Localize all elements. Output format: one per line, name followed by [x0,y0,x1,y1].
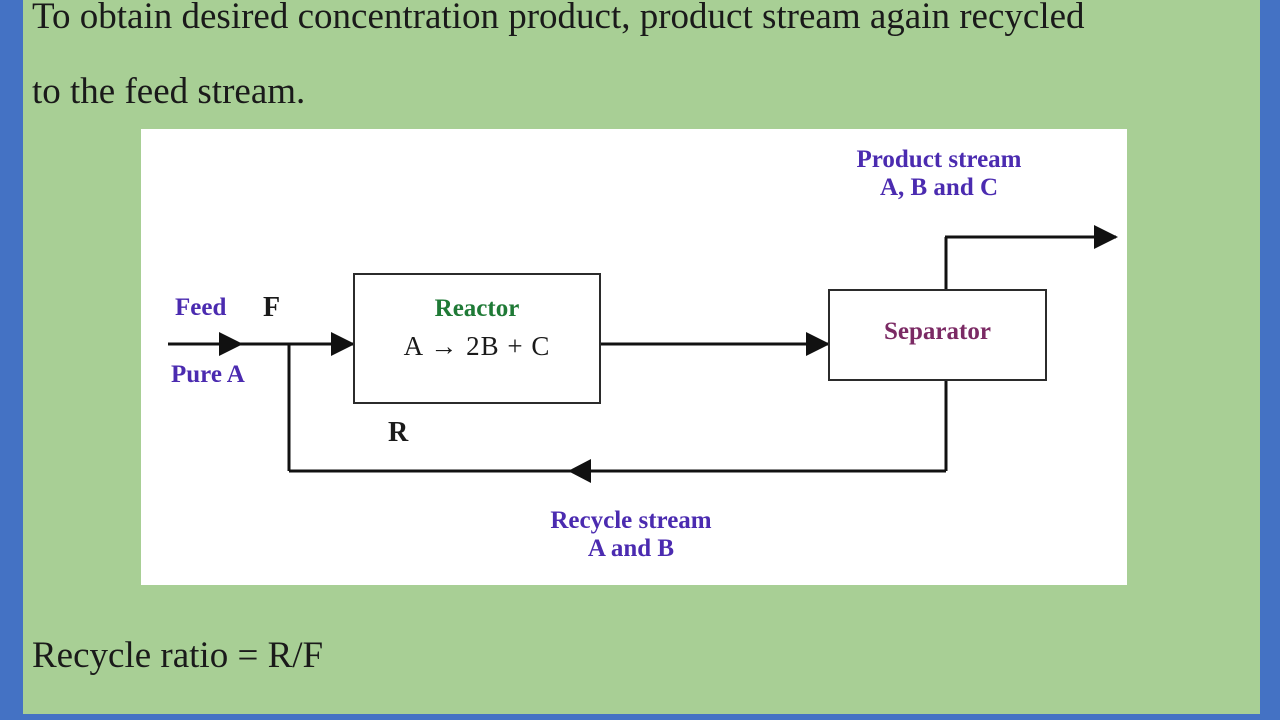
product-stream-label-line2: A, B and C [879,174,999,201]
feed-composition-label: Pure A [171,361,245,388]
process-flow-diagram: Reactor A → 2B + C Separator Feed F Pure… [141,129,1127,585]
product-stream-label: Product stream A, B and C [789,146,1089,202]
diagram-canvas: Reactor A → 2B + C Separator Feed F Pure… [141,129,1127,585]
reactor-equation: A → 2B + C [403,331,551,361]
feed-flow-symbol: F [263,292,281,323]
body-text-line-2: to the feed stream. [32,71,306,112]
body-text-line-1: To obtain desired concentration product,… [32,0,1085,37]
recycle-stream-label: Recycle stream A and B [461,507,801,563]
recycle-stream-label-line2: A and B [587,535,675,562]
product-stream-label-line1: Product stream [856,146,1022,173]
diagram-lines-svg [168,225,1118,483]
reactor-title: Reactor [434,295,520,322]
recycle-arrowhead [568,459,591,483]
recycle-flow-symbol: R [388,417,409,448]
separator-title: Separator [884,318,991,345]
feed-stream-label: Feed [175,294,227,321]
reactor-unit-box[interactable]: Reactor A → 2B + C [353,273,601,404]
slide-content-area: To obtain desired concentration product,… [23,0,1260,714]
recycle-ratio-text: Recycle ratio = R/F [32,635,324,676]
recycle-stream-label-line1: Recycle stream [550,507,712,534]
separator-unit-box[interactable]: Separator [828,289,1047,381]
